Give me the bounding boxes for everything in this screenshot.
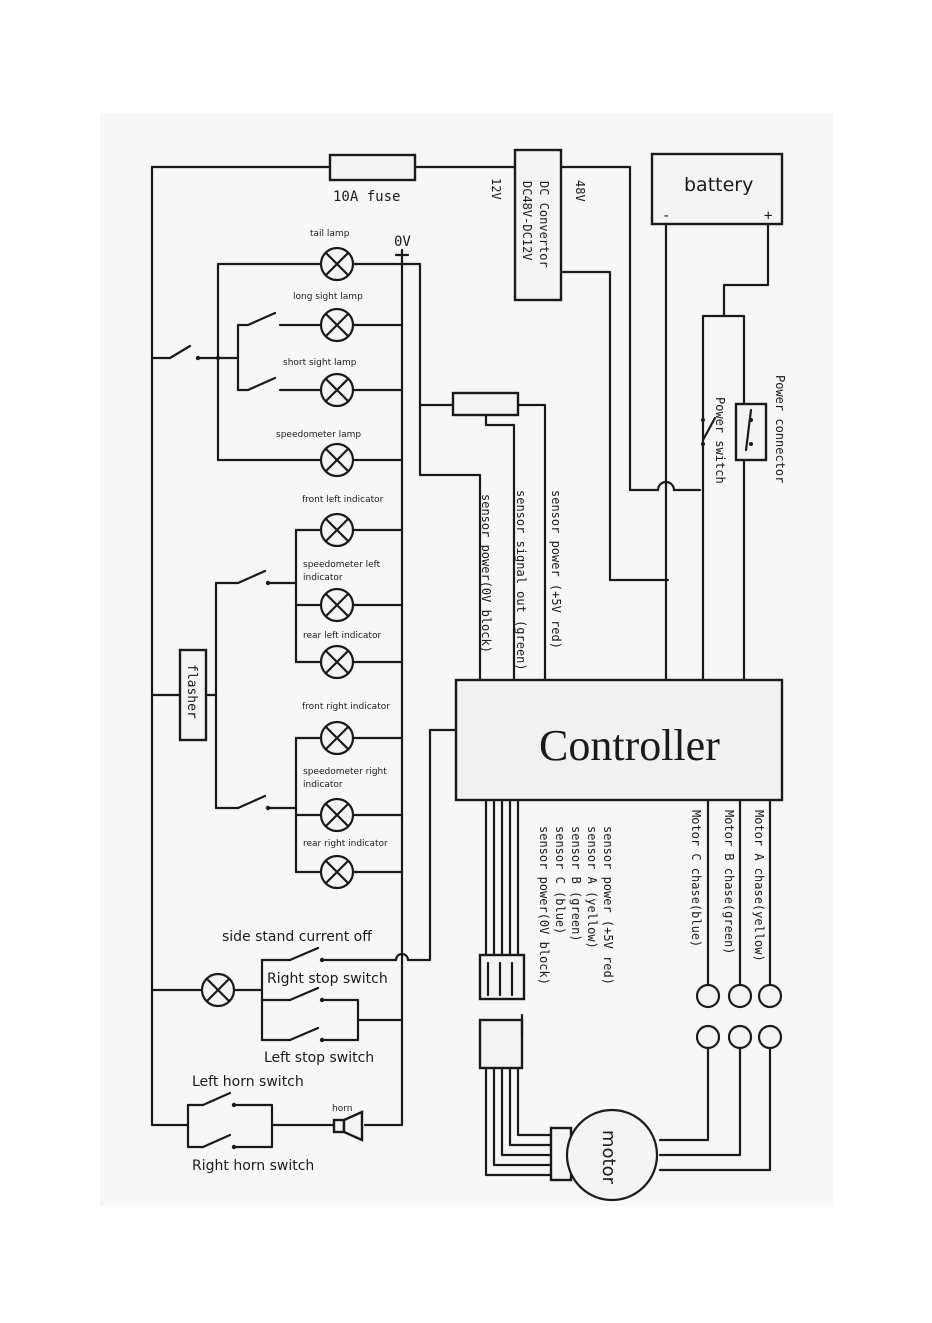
speedometer-left-indicator-label-2: indicator: [303, 573, 343, 583]
motor-a-label: Motor A chase(yellow): [752, 810, 766, 962]
lamp-rear-right-indicator: [319, 854, 355, 890]
lamp-rear-left-indicator: [319, 644, 355, 680]
right-horn-switch-label: Right horn switch: [192, 1158, 314, 1174]
rear-left-indicator-label: rear left indicator: [303, 631, 381, 641]
v48-label: 48V: [573, 180, 587, 202]
throttle-wires: [418, 403, 547, 682]
short-sight-lamp-label: short sight lamp: [283, 358, 357, 368]
flasher-label: flasher: [184, 664, 199, 719]
battery-minus: -: [662, 208, 670, 224]
motor: [565, 1108, 659, 1202]
lamp-speedometer-right-indicator: [319, 797, 355, 833]
hall-bundle: [484, 798, 520, 957]
hall-connector-bottom: [478, 1018, 524, 1070]
power-switch-label: Power switch: [713, 397, 727, 484]
power-connector-wire: [722, 314, 746, 406]
indicator-wires: [150, 528, 404, 874]
rear-right-indicator-label: rear right indicator: [303, 839, 388, 849]
horn-label: horn: [332, 1104, 352, 1114]
front-right-indicator-label: front right indicator: [302, 702, 390, 712]
hall-power-0v-label: sensor power(0V block): [537, 826, 551, 985]
left-horn-switch-label: Left horn switch: [192, 1074, 304, 1090]
power-connector-label: Power connector: [773, 375, 787, 483]
horn-wires: [186, 1091, 336, 1149]
phase-wires: [706, 798, 772, 987]
v12-label: 12V: [489, 178, 503, 200]
battery-plus: +: [764, 208, 772, 224]
brake-lamp: [200, 972, 236, 1008]
dc-converter: [513, 148, 563, 302]
converter-label-line1: DC Convertor: [537, 181, 551, 268]
battery-label: battery: [684, 174, 753, 196]
lamp-short-sight: [319, 372, 355, 408]
zero-volt-label: 0V: [394, 234, 411, 250]
sensor-signal-out-label: sensor signal out (green): [514, 490, 528, 671]
long-sight-lamp-label: long sight lamp: [293, 292, 363, 302]
throttle-sensor: [451, 391, 520, 417]
lamp-front-right-indicator: [319, 720, 355, 756]
speedometer-right-indicator-label-1: speedometer right: [303, 767, 387, 777]
controller-label: Controller: [539, 721, 720, 770]
motor-label: motor: [598, 1130, 619, 1185]
lamp-wires: [150, 262, 482, 682]
battery: [650, 152, 784, 226]
motor-c-label: Motor C chase(blue): [689, 810, 703, 947]
sensor-power-5v-label: sensor power (+5V red): [549, 490, 563, 649]
converter-48v-wire: [559, 270, 670, 582]
horn-icon: [332, 1110, 364, 1142]
motor-phase-wires: [658, 1046, 772, 1172]
speedometer-right-indicator-label-2: indicator: [303, 780, 343, 790]
speedometer-lamp-label: speedometer lamp: [276, 430, 361, 440]
hall-a-label: sensor A (yellow): [585, 826, 599, 949]
power-switch: [701, 416, 717, 442]
lamp-speedometer-left-indicator: [319, 587, 355, 623]
fuse-label: 10A fuse: [333, 189, 400, 205]
sensor-power-0v-label: sensor power(0V block): [479, 494, 493, 653]
lamp-long-sight: [319, 307, 355, 343]
hall-to-motor: [484, 1066, 567, 1177]
brake-wires: [150, 728, 458, 1042]
front-left-indicator-label: front left indicator: [302, 495, 384, 505]
right-stop-switch-label: Right stop switch: [267, 971, 388, 987]
hall-b-label: sensor B (green): [569, 826, 583, 942]
side-stand-label: side stand current off: [222, 929, 372, 945]
lamp-speedometer: [319, 442, 355, 478]
hall-power-5v-label: sensor power (+5V red): [601, 826, 615, 985]
lamp-front-left-indicator: [319, 512, 355, 548]
hall-c-label: sensor C (blue): [553, 826, 567, 934]
lamp-tail: [319, 246, 355, 282]
battery-plus-wire: [701, 222, 770, 682]
converter-label-line2: DC48V-DC12V: [520, 181, 534, 260]
hall-connector-top: [478, 953, 526, 1001]
motor-b-label: Motor B chase(green): [722, 810, 736, 955]
speedometer-left-indicator-label-1: speedometer left: [303, 560, 381, 570]
controller: [454, 678, 784, 802]
left-stop-switch-label: Left stop switch: [264, 1050, 374, 1066]
main-wires: [150, 165, 632, 1127]
fuse: [328, 153, 417, 182]
diagram-panel: [100, 113, 833, 1206]
tail-lamp-label: tail lamp: [310, 229, 350, 239]
